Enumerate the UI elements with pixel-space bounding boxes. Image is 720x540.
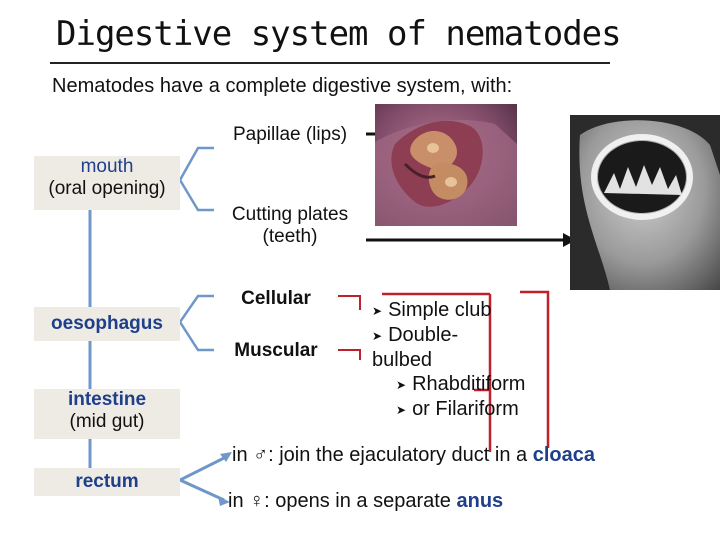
cloaca-keyword: cloaca <box>532 444 595 466</box>
black-arrow-icon <box>563 233 576 247</box>
list-item: ➤Rhabditiform <box>396 373 526 395</box>
cellular-bracket <box>338 295 361 310</box>
nematode-lips-photo <box>375 104 517 226</box>
mouth-label: mouth <box>80 156 134 177</box>
title-underline <box>50 62 610 64</box>
arrowhead-icon <box>220 452 232 462</box>
oesophagus-types-list: ➤Simple club ➤Double- bulbed ➤Rhabditifo… <box>372 298 525 422</box>
mouth-box: mouth (oral opening) <box>34 156 180 210</box>
list-item: ➤Double- <box>372 324 459 346</box>
intestine-sublabel: (mid gut) <box>69 411 145 432</box>
male-outcome: in ♂: join the ejaculatory duct in a clo… <box>232 444 595 466</box>
nematode-teeth-photo <box>570 115 720 290</box>
muscular-bracket <box>338 349 361 360</box>
arrowhead-bullet-icon: ➤ <box>396 378 407 392</box>
rectum-branch-lines <box>176 454 229 502</box>
mouth-sublabel: (oral opening) <box>48 178 166 199</box>
oesophagus-branch-lines <box>178 294 214 352</box>
arrowhead-bullet-icon: ➤ <box>372 304 383 318</box>
cutting-plates-line: Cutting plates <box>231 204 349 225</box>
list-item: ➤Simple club <box>372 299 492 321</box>
oesophagus-box: oesophagus <box>34 307 180 341</box>
teeth-line: (teeth) <box>262 226 318 247</box>
arrowhead-bullet-icon: ➤ <box>372 329 383 343</box>
list-item: bulbed <box>372 349 433 371</box>
types-bracket-bottom <box>520 290 550 448</box>
arrowhead-icon <box>218 496 230 506</box>
subtitle: Nematodes have a complete digestive syst… <box>52 75 513 97</box>
cutting-plates-label: Cutting plates (teeth) <box>214 200 366 250</box>
anus-keyword: anus <box>456 490 504 512</box>
list-item: ➤or Filariform <box>396 398 519 420</box>
muscular-label: Muscular <box>214 335 338 367</box>
arrowhead-bullet-icon: ➤ <box>396 403 407 417</box>
papillae-label: Papillae (lips) <box>214 120 366 150</box>
intestine-box: intestine (mid gut) <box>34 389 180 439</box>
mouth-branch-lines <box>178 146 214 212</box>
rectum-box: rectum <box>34 468 180 496</box>
female-outcome: in ♀: opens in a separate anus <box>228 490 504 512</box>
intestine-label: intestine <box>67 389 147 410</box>
cellular-label: Cellular <box>214 284 338 314</box>
page-title: Digestive system of nematodes <box>56 14 622 54</box>
